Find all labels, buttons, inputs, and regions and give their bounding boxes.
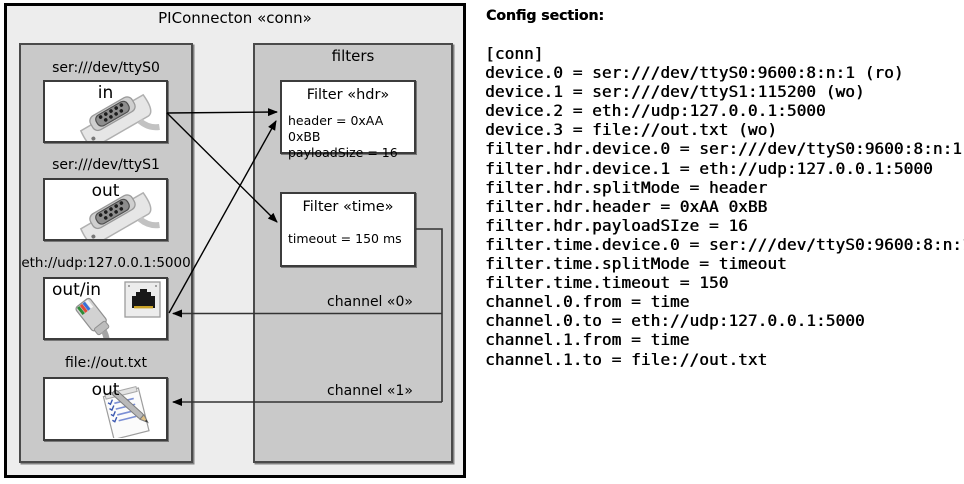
config-line: filter.hdr.payloadSIze = 16 xyxy=(485,215,748,235)
diagram-title: PIConnecton «conn» xyxy=(158,9,312,27)
config-line: filter.hdr.device.0 = ser:///dev/ttyS0:9… xyxy=(485,139,962,159)
config-line: filter.time.device.0 = ser:///dev/ttyS0:… xyxy=(485,234,964,254)
device-label-ser-ttys1: ser:///dev/ttyS1 xyxy=(52,157,160,173)
port-label-out: out xyxy=(91,380,120,400)
device-box-eth-udp: out/in xyxy=(43,277,168,340)
config-line: channel.1.from = time xyxy=(485,330,690,350)
filter-hdr-props: header = 0xAA 0xBB payloadSize = 16 xyxy=(282,113,414,161)
config-line: channel.1.to = file://out.txt xyxy=(485,349,768,369)
serial-connector-icon xyxy=(79,191,160,239)
config-line: channel.0.from = time xyxy=(485,292,690,312)
serial-connector-icon xyxy=(79,93,160,141)
filter-time-props: timeout = 150 ms xyxy=(282,231,414,247)
config-section-heading: Config section: xyxy=(486,8,604,24)
filter-hdr-prop-payloadsize: payloadSize = 16 xyxy=(288,145,398,160)
config-line: filter.hdr.header = 0xAA 0xBB xyxy=(485,196,768,216)
channel-1-label: channel «1» xyxy=(327,383,413,399)
config-line: device.1 = ser:///dev/ttyS1:115200 (wo) xyxy=(485,82,865,102)
config-line: channel.0.to = eth://udp:127.0.0.1:5000 xyxy=(485,311,865,331)
filter-hdr-box: Filter «hdr» header = 0xAA 0xBB payloadS… xyxy=(280,80,416,160)
device-label-ser-ttys0: ser:///dev/ttyS0 xyxy=(52,60,160,76)
filter-hdr-prop-header: header = 0xAA 0xBB xyxy=(288,113,384,144)
device-label-eth-udp: eth://udp:127.0.0.1:5000 xyxy=(21,255,191,271)
config-line: filter.time.timeout = 150 xyxy=(485,273,729,293)
device-box-ser-ttys1: out xyxy=(43,178,168,241)
ethernet-connector-icon xyxy=(75,281,161,338)
config-line: device.0 = ser:///dev/ttyS0:9600:8:n:1 (… xyxy=(485,63,904,83)
filter-hdr-name: Filter «hdr» xyxy=(306,87,390,103)
config-line: [conn] xyxy=(485,44,544,63)
device-box-ser-ttys0: in xyxy=(43,80,168,143)
config-line: filter.hdr.device.1 = eth://udp:127.0.0.… xyxy=(485,158,933,178)
port-label-out: out xyxy=(91,181,120,201)
config-lines: [conn]device.0 = ser:///dev/ttyS0:9600:8… xyxy=(485,44,964,369)
config-line: filter.time.splitMode = timeout xyxy=(485,254,787,274)
config-line: filter.hdr.splitMode = header xyxy=(485,177,768,197)
filter-time-name: Filter «time» xyxy=(302,199,394,215)
device-label-file-out: file://out.txt xyxy=(64,355,148,371)
port-label-in: in xyxy=(97,83,114,103)
config-line: device.3 = file://out.txt (wo) xyxy=(485,120,777,140)
notepad-pen-icon xyxy=(102,385,150,438)
config-line: device.2 = eth://udp:127.0.0.1:5000 xyxy=(485,101,826,121)
filter-time-prop-timeout: timeout = 150 ms xyxy=(288,231,402,246)
channel-0-label: channel «0» xyxy=(327,294,413,310)
port-label-out-in: out/in xyxy=(52,280,102,300)
device-box-file-out: out xyxy=(43,377,168,441)
filter-time-box: Filter «time» timeout = 150 ms xyxy=(280,192,416,267)
filters-panel-title: filters xyxy=(331,47,375,65)
